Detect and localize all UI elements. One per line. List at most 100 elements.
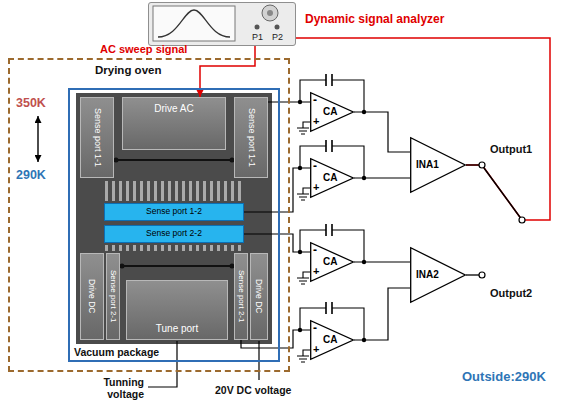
junction-dot <box>362 260 366 264</box>
output-terminal <box>479 272 485 278</box>
analyzer-body <box>148 2 296 46</box>
port-socket <box>255 25 260 30</box>
comb-fingers <box>104 245 244 251</box>
wire-dot <box>114 158 119 163</box>
amp-label: CA <box>323 334 337 346</box>
capacitor-symbol <box>326 302 332 314</box>
electrode-pad: Drive AC <box>122 97 226 150</box>
comb-fingers <box>104 181 244 201</box>
vacuum-package: Vacuum packageDrive ACSense port 1-1Sens… <box>68 88 280 362</box>
charge-amplifier: -CA + <box>310 320 354 360</box>
amplifier-triangle <box>311 243 354 282</box>
region-title: Drying oven <box>95 64 161 77</box>
temperature-label: 350K <box>16 96 46 110</box>
instrumentation-amplifier: INA2 <box>410 247 466 303</box>
charge-amplifier: -CA+ <box>310 242 354 282</box>
ground-symbol <box>297 188 310 200</box>
pin-sign: - <box>313 322 317 336</box>
junction-dot <box>362 176 366 180</box>
pad-label: Sense port 2-1 <box>237 270 245 322</box>
ground-symbol <box>297 350 310 362</box>
junction-dot <box>298 250 302 254</box>
input-label: 20V DC voltage <box>215 384 291 396</box>
junction-dot <box>298 100 302 104</box>
switch-lever <box>484 168 522 220</box>
pad-label: Drive DC <box>255 279 264 313</box>
charge-amplifier: -CA + <box>310 158 354 198</box>
signal-wire <box>354 288 410 340</box>
junction-dot <box>298 166 302 170</box>
ground-symbol <box>297 272 310 284</box>
output-label: Output2 <box>490 287 532 300</box>
pad-label: Sense port 1-1 <box>247 108 256 167</box>
amplifier-triangle <box>311 93 354 132</box>
pin-sign: - <box>313 94 317 108</box>
instrumentation-amplifier: INA1 <box>410 137 466 193</box>
pin-sign: + <box>313 265 319 278</box>
internal-wire <box>120 265 234 267</box>
amp-label: CA <box>323 256 337 268</box>
internal-wire <box>114 159 234 161</box>
pad-label: Tune port <box>156 323 198 335</box>
input-label: Tunning voltage <box>92 376 144 400</box>
electrode-pad: Tune port <box>126 280 228 340</box>
pin-sign: + <box>313 343 319 356</box>
port-label: P1 <box>252 32 263 42</box>
pin-sign: - <box>313 160 317 174</box>
output-terminal <box>479 162 485 168</box>
analyzer-screen <box>153 6 235 41</box>
signal-wire <box>354 112 410 152</box>
port-label: P2 <box>272 32 283 42</box>
signal-wire <box>296 38 550 220</box>
electrode-pad: Drive DC <box>80 253 104 340</box>
wire-dot <box>120 264 125 269</box>
pad-label: Drive AC <box>154 103 193 115</box>
sense-band: Sense port 1-2 <box>104 203 244 221</box>
pad-label: Sense port 1-1 <box>93 108 102 167</box>
pad-label: Sense port 1-2 <box>146 207 202 217</box>
temperature-label: 290K <box>16 168 46 182</box>
electrode-pad: Sense port 1-1 <box>80 97 114 178</box>
ground-symbol <box>297 122 310 134</box>
amp-label: INA2 <box>416 269 439 281</box>
bell-curve <box>158 10 230 37</box>
capacitor-symbol <box>326 74 332 86</box>
edge-label: AC sweep signal <box>100 43 187 56</box>
amplifier-triangle <box>411 248 466 303</box>
electrode-pad: Sense port 2-1 <box>106 253 120 340</box>
charge-amplifier: -CA + <box>310 92 354 132</box>
amplifier-triangle <box>411 138 466 193</box>
region-title: Vacuum package <box>74 346 159 358</box>
amp-label: CA <box>323 106 337 118</box>
amplifier-triangle <box>311 321 354 360</box>
amp-label: CA <box>323 172 337 184</box>
switch-pivot <box>519 217 525 223</box>
pad-label: Sense port 2-2 <box>146 229 202 239</box>
electrode-pad: Sense port 1-1 <box>234 97 268 178</box>
capacitor-symbol <box>326 140 332 152</box>
oven-region: Drying ovenVacuum package Drive AC Sense p… <box>8 58 290 372</box>
electrode-pad: Sense port 2-1 <box>234 253 248 340</box>
pad-label: Drive DC <box>88 279 97 313</box>
amplifier-triangle <box>311 159 354 198</box>
port-socket <box>275 25 280 30</box>
analyzer-knob <box>267 10 273 16</box>
amp-label: INA1 <box>416 159 439 171</box>
signal-wire <box>244 234 310 252</box>
temperature-label: Outside:290K <box>462 370 546 385</box>
junction-dot <box>298 328 302 332</box>
output-label: Output1 <box>490 143 532 156</box>
electrode-pad: Drive DC <box>250 253 268 340</box>
pin-sign: + <box>313 181 319 194</box>
instrument-title: Dynamic signal analyzer <box>305 13 444 27</box>
range-arrow <box>37 116 38 162</box>
signal-analyzer: Dynamic signal analyzerP1P2 <box>148 2 296 46</box>
junction-dot <box>362 110 366 114</box>
pad-label: Sense port 2-1 <box>109 270 117 322</box>
junction-dot <box>362 338 366 342</box>
analyzer-knob <box>262 5 278 21</box>
chip-die <box>76 93 272 344</box>
capacitor-symbol <box>326 224 332 236</box>
pin-sign: + <box>313 115 319 128</box>
